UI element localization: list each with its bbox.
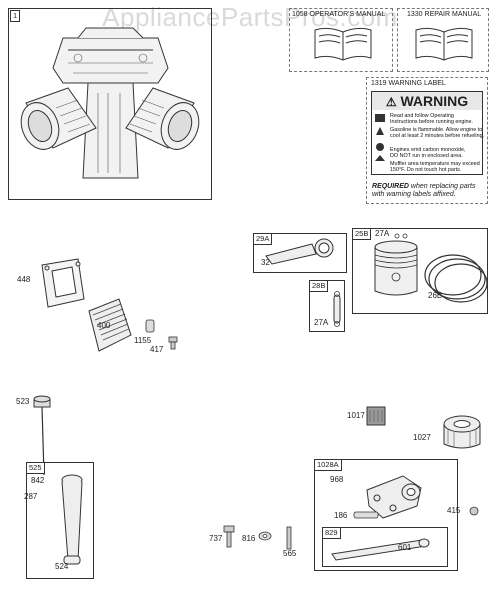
part-565-label: 565 — [283, 549, 297, 558]
part-400-label: 400 — [97, 321, 111, 330]
part-601-label: 601 — [398, 543, 412, 552]
stud-565-drawing — [286, 526, 292, 550]
part-287-label: 287 — [24, 492, 38, 501]
part-1017-label: 1017 — [347, 411, 365, 420]
warning-required-note: REQUIRED when replacing parts with warni… — [372, 183, 486, 199]
part-524-label: 524 — [55, 562, 69, 571]
warning-line-1: Read and follow Operating — [390, 113, 454, 119]
engine-block-tag: 1 — [10, 10, 21, 22]
part-417-label: 417 — [150, 345, 164, 354]
watermark: AppliancePartsPros.com — [102, 2, 398, 32]
part-415-label: 415 — [447, 506, 461, 515]
book-icon — [314, 27, 372, 61]
part-525-tag: 525 — [26, 462, 45, 474]
part-186-label: 186 — [334, 511, 348, 520]
part-25B-tag: 25B — [352, 228, 372, 240]
engine-block-panel — [8, 8, 212, 200]
washer-816-drawing — [258, 531, 272, 541]
bolt-737-drawing — [223, 525, 235, 548]
part-968-label: 968 — [330, 475, 344, 484]
part-29A-tag: 29A — [253, 233, 273, 245]
drain-tube-panel — [322, 527, 448, 567]
warning-line-7: Muffler area temperature may exceed — [390, 161, 480, 167]
warning-line-4: cool at least 2 minutes before refueling… — [390, 133, 485, 139]
warning-triangle-icon: ⚠ — [385, 95, 397, 109]
warning-line-6: DO NOT run in enclosed area. — [390, 153, 463, 159]
required-bold: REQUIRED — [372, 183, 409, 190]
connecting-rod-drawing — [265, 238, 334, 265]
gasket-448-drawing — [41, 258, 85, 308]
filter-1017-drawing — [366, 406, 386, 426]
filter-adapter-panel — [314, 459, 458, 571]
warning-line-5: Engines emit carbon monoxide, — [390, 147, 466, 153]
warning-heading-text: WARNING — [400, 93, 469, 109]
operators-manual-card — [289, 8, 393, 72]
cooler-400-drawing — [88, 298, 132, 352]
part-842-label: 842 — [31, 476, 45, 485]
part-27A-rod-label: 27A — [314, 318, 329, 327]
part-448-label: 448 — [17, 275, 31, 284]
filter-adapter-drawing — [366, 475, 422, 519]
screw-415-drawing — [469, 506, 479, 516]
warning-label-frame — [371, 91, 483, 175]
required-rest: when replacing parts with warning labels… — [372, 183, 476, 198]
dipstick-tube-panel — [26, 462, 94, 579]
part-816-label: 816 — [242, 534, 256, 543]
part-32-label: 32 — [261, 258, 270, 267]
warning-line-3: Gasoline is flammable. Allow engine to — [390, 127, 483, 133]
engine-block-drawing — [20, 27, 200, 179]
book-icon — [415, 27, 473, 61]
part-28B-tag: 28B — [309, 280, 329, 292]
piston-drawing — [374, 233, 488, 303]
warning-line-8: 150°F. Do not touch hot parts. — [390, 167, 462, 173]
part-26B-label: 26B — [428, 291, 443, 300]
warning-heading: ⚠ WARNING — [372, 92, 482, 110]
warning-line-2: Instructions before running engine. — [390, 119, 474, 125]
dipstick-tube-drawing — [61, 474, 83, 565]
part-1027-label: 1027 — [413, 433, 431, 442]
part-1028A-tag: 1028A — [314, 459, 342, 471]
part-523-label: 523 — [16, 397, 30, 406]
warning-pictogram-icons — [375, 114, 385, 161]
repair-manual-card — [397, 8, 489, 72]
oil-filter-1027-drawing — [443, 415, 481, 449]
screw-417-drawing — [168, 336, 178, 350]
piston-pin-drawing — [333, 291, 341, 327]
nipple-186-drawing — [353, 511, 379, 519]
operators-manual-title: 1058 OPERATOR'S MANUAL — [292, 11, 386, 18]
repair-manual-title: 1330 REPAIR MANUAL — [407, 11, 482, 18]
warning-label-title: 1319 WARNING LABEL — [371, 80, 446, 87]
drain-tube-drawing — [331, 538, 430, 561]
part-737-label: 737 — [209, 534, 223, 543]
fitting-1155-drawing — [145, 319, 155, 333]
piston-panel — [352, 228, 488, 314]
part-1155-label: 1155 — [134, 336, 152, 345]
part-829-tag: 829 — [322, 527, 341, 539]
connecting-rod-panel — [253, 233, 347, 273]
part-27A-piston-label: 27A — [375, 229, 390, 238]
